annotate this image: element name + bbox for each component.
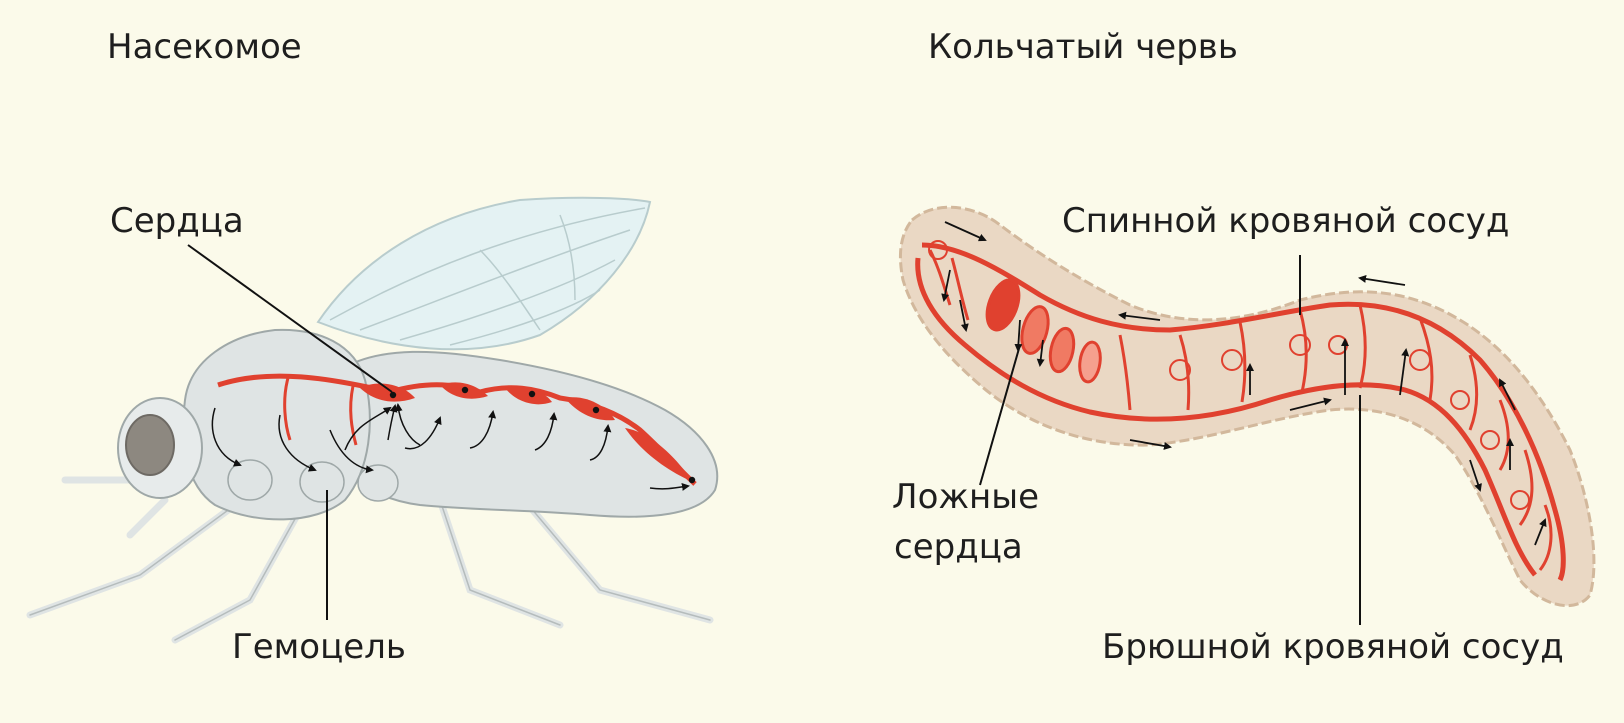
- worm-title: Кольчатый червь: [928, 27, 1238, 67]
- hearts-label: Сердца: [110, 201, 244, 241]
- false-hearts-label-line1: Ложные: [892, 477, 1039, 517]
- hemocoel-label: Гемоцель: [232, 627, 406, 667]
- insect-eye: [126, 415, 174, 475]
- dorsal-vessel-label: Спинной кровяной сосуд: [1062, 201, 1509, 241]
- insect-title: Насекомое: [107, 27, 302, 67]
- ventral-vessel-label: Брюшной кровяной сосуд: [1102, 627, 1564, 667]
- false-hearts-label-line2: сердца: [894, 527, 1023, 567]
- insect-figure: [30, 198, 717, 640]
